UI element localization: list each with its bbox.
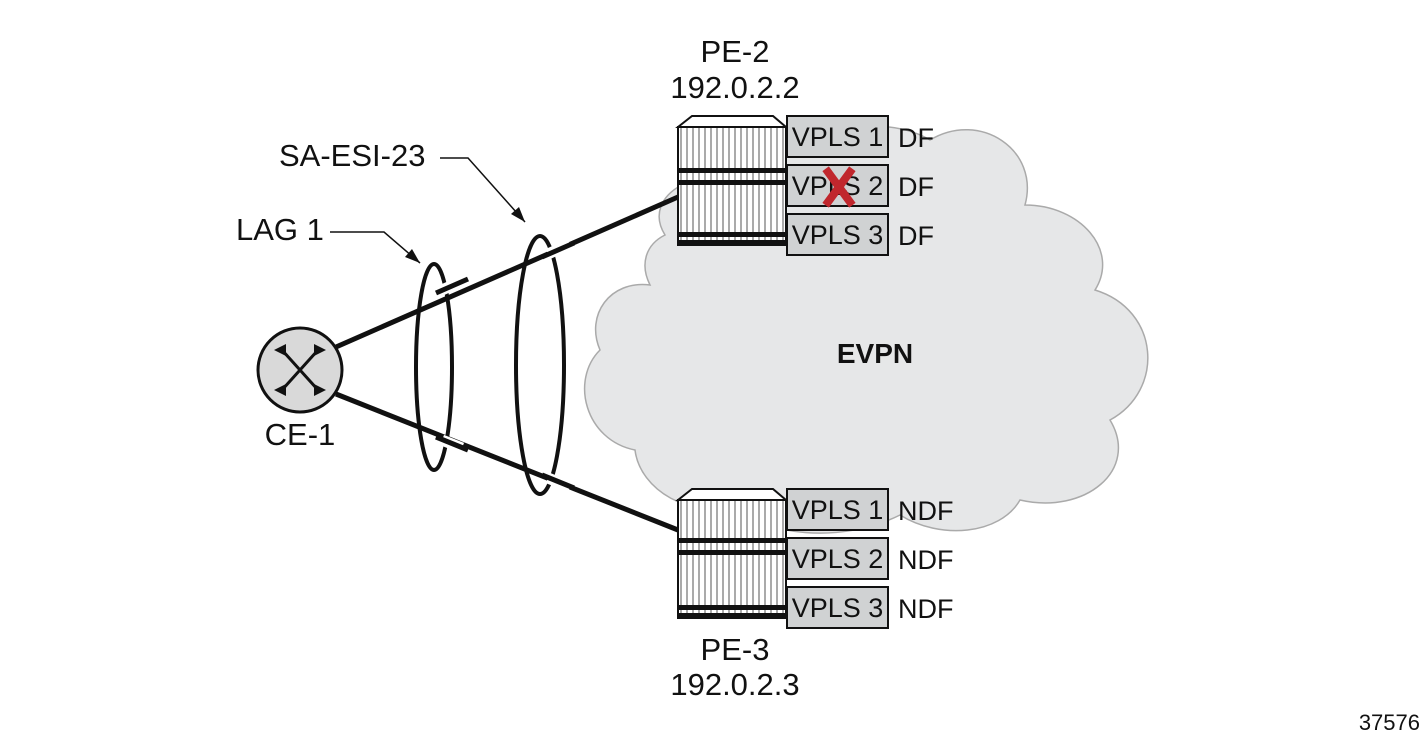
role-label: DF xyxy=(898,172,934,202)
pe3-services: VPLS 1 NDF VPLS 2 NDF VPLS 3 NDF xyxy=(786,488,954,629)
lag-label: LAG 1 xyxy=(236,212,324,247)
vpls-box[interactable] xyxy=(786,115,889,158)
pe2-service-row: VPLS 1 DF xyxy=(786,115,934,158)
link-ce1-pe3 xyxy=(335,391,679,533)
vpls-box[interactable] xyxy=(786,537,889,580)
pe3-name: PE-3 xyxy=(701,632,770,667)
ce1-router[interactable] xyxy=(256,326,344,414)
lag-ellipse xyxy=(414,262,454,472)
pe3-ip: 192.0.2.3 xyxy=(670,667,799,702)
es-ellipse xyxy=(514,234,566,496)
role-label: DF xyxy=(898,123,934,153)
pe3-router[interactable] xyxy=(675,488,789,619)
pe2-router[interactable] xyxy=(675,115,789,246)
es-label: SA-ESI-23 xyxy=(279,138,425,173)
pe2-name: PE-2 xyxy=(701,34,770,69)
pe2-ip: 192.0.2.2 xyxy=(670,70,799,105)
role-label: NDF xyxy=(898,545,954,575)
pe3-service-row: VPLS 3 NDF xyxy=(786,586,954,629)
vpls-label: VPLS 2 xyxy=(792,544,884,574)
vpls-label: VPLS 3 xyxy=(792,593,884,623)
role-label: DF xyxy=(898,221,934,251)
vpls-label: VPLS 1 xyxy=(792,122,884,152)
vpls-label: VPLS 3 xyxy=(792,220,884,250)
vpls-label: VPLS 1 xyxy=(792,495,884,525)
es-callout xyxy=(440,157,526,223)
vpls-box[interactable] xyxy=(786,586,889,629)
failure-x-icon xyxy=(822,166,856,208)
role-label: NDF xyxy=(898,496,954,526)
link-ce1-pe2 xyxy=(334,194,680,350)
pe2-service-row: VPLS 3 DF xyxy=(786,213,934,256)
vpls-box[interactable] xyxy=(786,213,889,256)
ce1-label: CE-1 xyxy=(265,417,336,452)
evpn-label: EVPN xyxy=(837,338,913,369)
pe3-service-row: VPLS 1 NDF xyxy=(786,488,954,531)
role-label: NDF xyxy=(898,594,954,624)
pe3-service-row: VPLS 2 NDF xyxy=(786,537,954,580)
figure-id: 37576 xyxy=(1359,710,1420,735)
lag-callout xyxy=(330,231,421,264)
vpls-box[interactable] xyxy=(786,488,889,531)
